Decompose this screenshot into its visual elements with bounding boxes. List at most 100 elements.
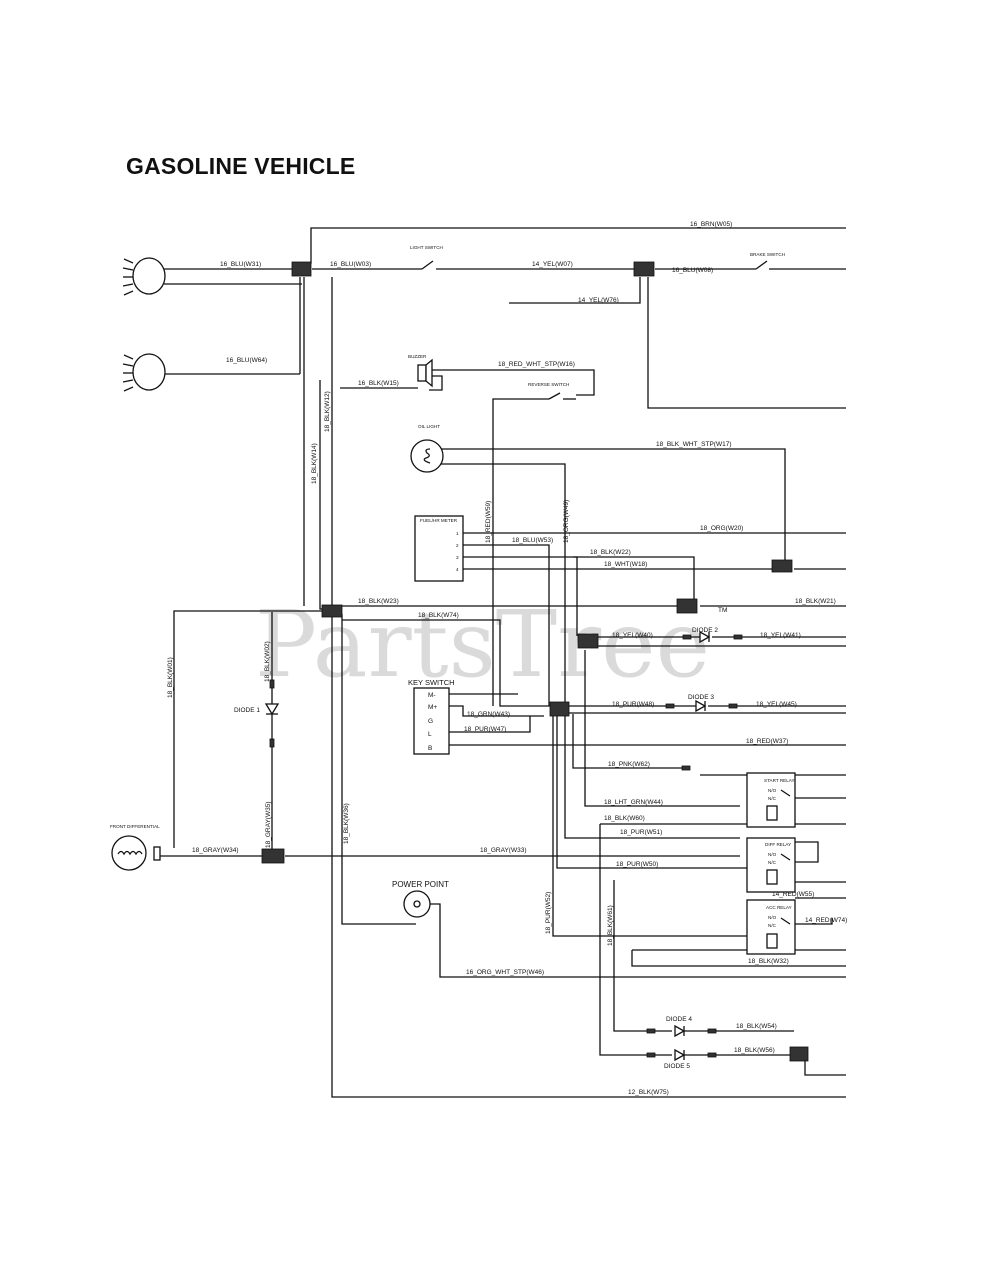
key-pin-l: L bbox=[428, 731, 432, 738]
connector-block bbox=[789, 1046, 809, 1062]
diode-3-symbol bbox=[665, 699, 738, 713]
fuel-meter-pin-1: 1 bbox=[456, 531, 459, 536]
wire-label: 18_BLK(W01) bbox=[167, 657, 174, 698]
wire-label: 18_YEL(W45) bbox=[756, 701, 797, 708]
wire-label: 16_BLU(W31) bbox=[220, 261, 261, 268]
wire-label: 18_BLK(W21) bbox=[795, 598, 836, 605]
start-relay-no: N/O bbox=[768, 788, 777, 793]
connector-block bbox=[549, 701, 570, 717]
wire-label: 18_RED_WHT_STP(W16) bbox=[498, 361, 575, 368]
wire-label: 18_BLK(W14) bbox=[311, 443, 318, 484]
diode-2-label: DIODE 2 bbox=[692, 627, 718, 634]
brake-switch-label: BRAKE SWITCH bbox=[750, 252, 785, 257]
wire-label: 16_BLU(W08) bbox=[672, 267, 713, 274]
start-relay-label: START RELAY bbox=[764, 778, 795, 783]
buzzer bbox=[417, 358, 433, 388]
connectors bbox=[261, 261, 809, 1062]
wire-label: 18_PUR(W50) bbox=[616, 861, 658, 868]
wire-label: 18_BLK(W32) bbox=[748, 958, 789, 965]
wire-label: 18_BLK(W22) bbox=[590, 549, 631, 556]
wire-label: 14_RED(W55) bbox=[772, 891, 814, 898]
diff-relay-no: N/O bbox=[768, 852, 777, 857]
connector-block bbox=[676, 598, 698, 614]
key-pin-b: B bbox=[428, 745, 432, 752]
connector-block bbox=[291, 261, 312, 277]
inline-fuse bbox=[681, 765, 691, 771]
wire-label: 14_YEL(W76) bbox=[578, 297, 619, 304]
diode-1-symbol bbox=[264, 679, 280, 748]
wire-label: 18_BLK(W23) bbox=[358, 598, 399, 605]
wire-label: 18_BLU(W53) bbox=[512, 537, 553, 544]
diode-1-label: DIODE 1 bbox=[234, 707, 260, 714]
fuel-meter-pin-3: 3 bbox=[456, 555, 459, 560]
wire-label: 18_BLK(W61) bbox=[607, 905, 614, 946]
wire-label: 18_RED(W37) bbox=[746, 738, 788, 745]
wire-label: 16_BLU(W64) bbox=[226, 357, 267, 364]
wire-label: 18_PUR(W52) bbox=[545, 892, 552, 934]
connector-block bbox=[321, 604, 343, 618]
wire-label: 18_BLK(W60) bbox=[604, 815, 645, 822]
wire-label: 14_YEL(W07) bbox=[532, 261, 573, 268]
connector-block bbox=[771, 559, 793, 573]
wire-label: 16_ORG_WHT_STP(W46) bbox=[466, 969, 544, 976]
headlight-1 bbox=[122, 257, 166, 296]
wire-label: 18_BLK(W54) bbox=[736, 1023, 777, 1030]
fuel-meter-label: FUEL/HR METER bbox=[420, 518, 458, 523]
key-switch-label: KEY SWITCH bbox=[408, 678, 455, 687]
fuel-meter-pin-4: 4 bbox=[456, 567, 459, 572]
wire-label: 18_GRAY(W35) bbox=[265, 802, 272, 848]
wire-label: 18_PNK(W62) bbox=[608, 761, 650, 768]
front-differential bbox=[111, 835, 161, 871]
wire-label: 18_YEL(W40) bbox=[612, 632, 653, 639]
wire-label: 18_BLK(W74) bbox=[418, 612, 459, 619]
wire-labels: 16_BRN(W05) 16_BLU(W31) 16_BLU(W03) 14_Y… bbox=[167, 221, 847, 1096]
power-point bbox=[403, 890, 431, 918]
connector-block bbox=[577, 633, 599, 649]
wire-label: 12_BLK(W75) bbox=[628, 1089, 669, 1096]
diff-relay-nc: N/C bbox=[768, 860, 777, 865]
front-differential-label: FRONT DIFFERENTIAL bbox=[110, 824, 160, 829]
fuel-hr-meter bbox=[414, 515, 464, 582]
start-relay bbox=[746, 772, 796, 828]
start-relay-nc: N/C bbox=[768, 796, 777, 801]
key-pin-g: G bbox=[428, 718, 433, 725]
diode-4-label: DIODE 4 bbox=[666, 1016, 692, 1023]
acc-relay-label: ACC RELAY bbox=[766, 905, 792, 910]
buzzer-label: BUZZER bbox=[408, 354, 427, 359]
wire-label: 18_BLK(W56) bbox=[734, 1047, 775, 1054]
key-pin-m-plus: M+ bbox=[428, 704, 437, 711]
diff-relay-label: DIFF RELAY bbox=[765, 842, 791, 847]
wire-label: 18_PUR(W48) bbox=[612, 701, 654, 708]
diode-4-symbol bbox=[646, 1024, 717, 1038]
wire-label: 18_BLK_WHT_STP(W17) bbox=[656, 441, 732, 448]
headlight-2 bbox=[122, 353, 166, 392]
fuel-meter-pin-2: 2 bbox=[456, 543, 459, 548]
wire-label: 18_GRN(W43) bbox=[467, 711, 510, 718]
connector-block bbox=[261, 848, 285, 864]
wire-label: 18_ORG(W49) bbox=[563, 500, 570, 543]
wire-label: 16_BRN(W05) bbox=[690, 221, 732, 228]
component-labels: LIGHT SWITCH BRAKE SWITCH BUZZER REVERSE… bbox=[110, 245, 795, 1070]
wire-label: 18_PUR(W51) bbox=[620, 829, 662, 836]
oil-light bbox=[410, 439, 444, 473]
watermark-tm: TM bbox=[718, 607, 727, 614]
wire-label: 18_GRAY(W34) bbox=[192, 847, 238, 854]
power-point-label: POWER POINT bbox=[392, 880, 449, 889]
light-switch-label: LIGHT SWITCH bbox=[410, 245, 443, 250]
wire-label: 18_PUR(W47) bbox=[464, 726, 506, 733]
wire-label: 18_LHT_GRN(W44) bbox=[604, 799, 663, 806]
wire-label: 18_ORG(W20) bbox=[700, 525, 743, 532]
oil-light-label: OIL LIGHT bbox=[418, 424, 440, 429]
wire-label: 18_GRAY(W33) bbox=[480, 847, 526, 854]
wire-label: 18_YEL(W41) bbox=[760, 632, 801, 639]
acc-relay-no: N/O bbox=[768, 915, 777, 920]
wire-label: 18_WHT(W18) bbox=[604, 561, 647, 568]
wire-label: 16_BLU(W03) bbox=[330, 261, 371, 268]
acc-relay bbox=[746, 899, 796, 955]
diode-5-symbol bbox=[646, 1048, 717, 1062]
acc-relay-nc: N/C bbox=[768, 923, 777, 928]
key-switch bbox=[413, 687, 450, 755]
key-pin-m-minus: M- bbox=[428, 692, 436, 699]
wire-label: 18_RED(W59) bbox=[485, 501, 492, 543]
